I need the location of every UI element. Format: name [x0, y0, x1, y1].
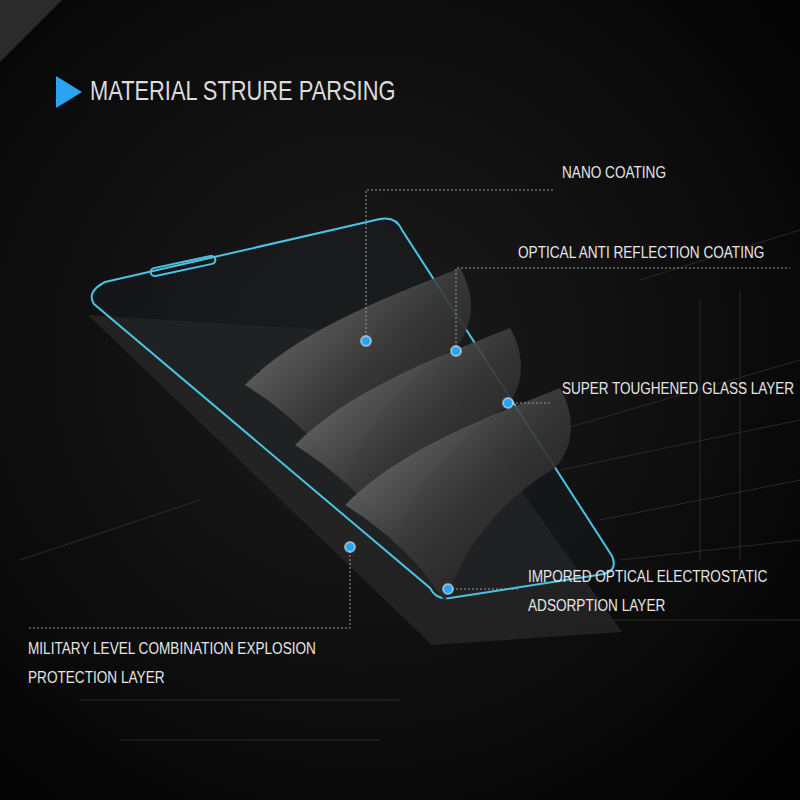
page-title: MATERIAL STRURE PARSING: [90, 74, 395, 108]
corner-band: [0, 0, 62, 62]
curled-films: [245, 268, 571, 602]
callout-dots: [345, 336, 513, 594]
title-arrow: [56, 76, 82, 108]
layer-label: MILITARY LEVEL COMBINATION EXPLOSION PRO…: [28, 634, 360, 692]
layer-label: OPTICAL ANTI REFLECTION COATING: [518, 238, 764, 267]
layer-label: NANO COATING: [562, 158, 666, 187]
layer-label: SUPER TOUGHENED GLASS LAYER: [562, 374, 794, 403]
layer-label: IMPORED OPTICAL ELECTROSTATIC ADSORPTION…: [528, 562, 787, 620]
leader-lines: [28, 190, 790, 628]
speaker-slot: [150, 255, 216, 277]
